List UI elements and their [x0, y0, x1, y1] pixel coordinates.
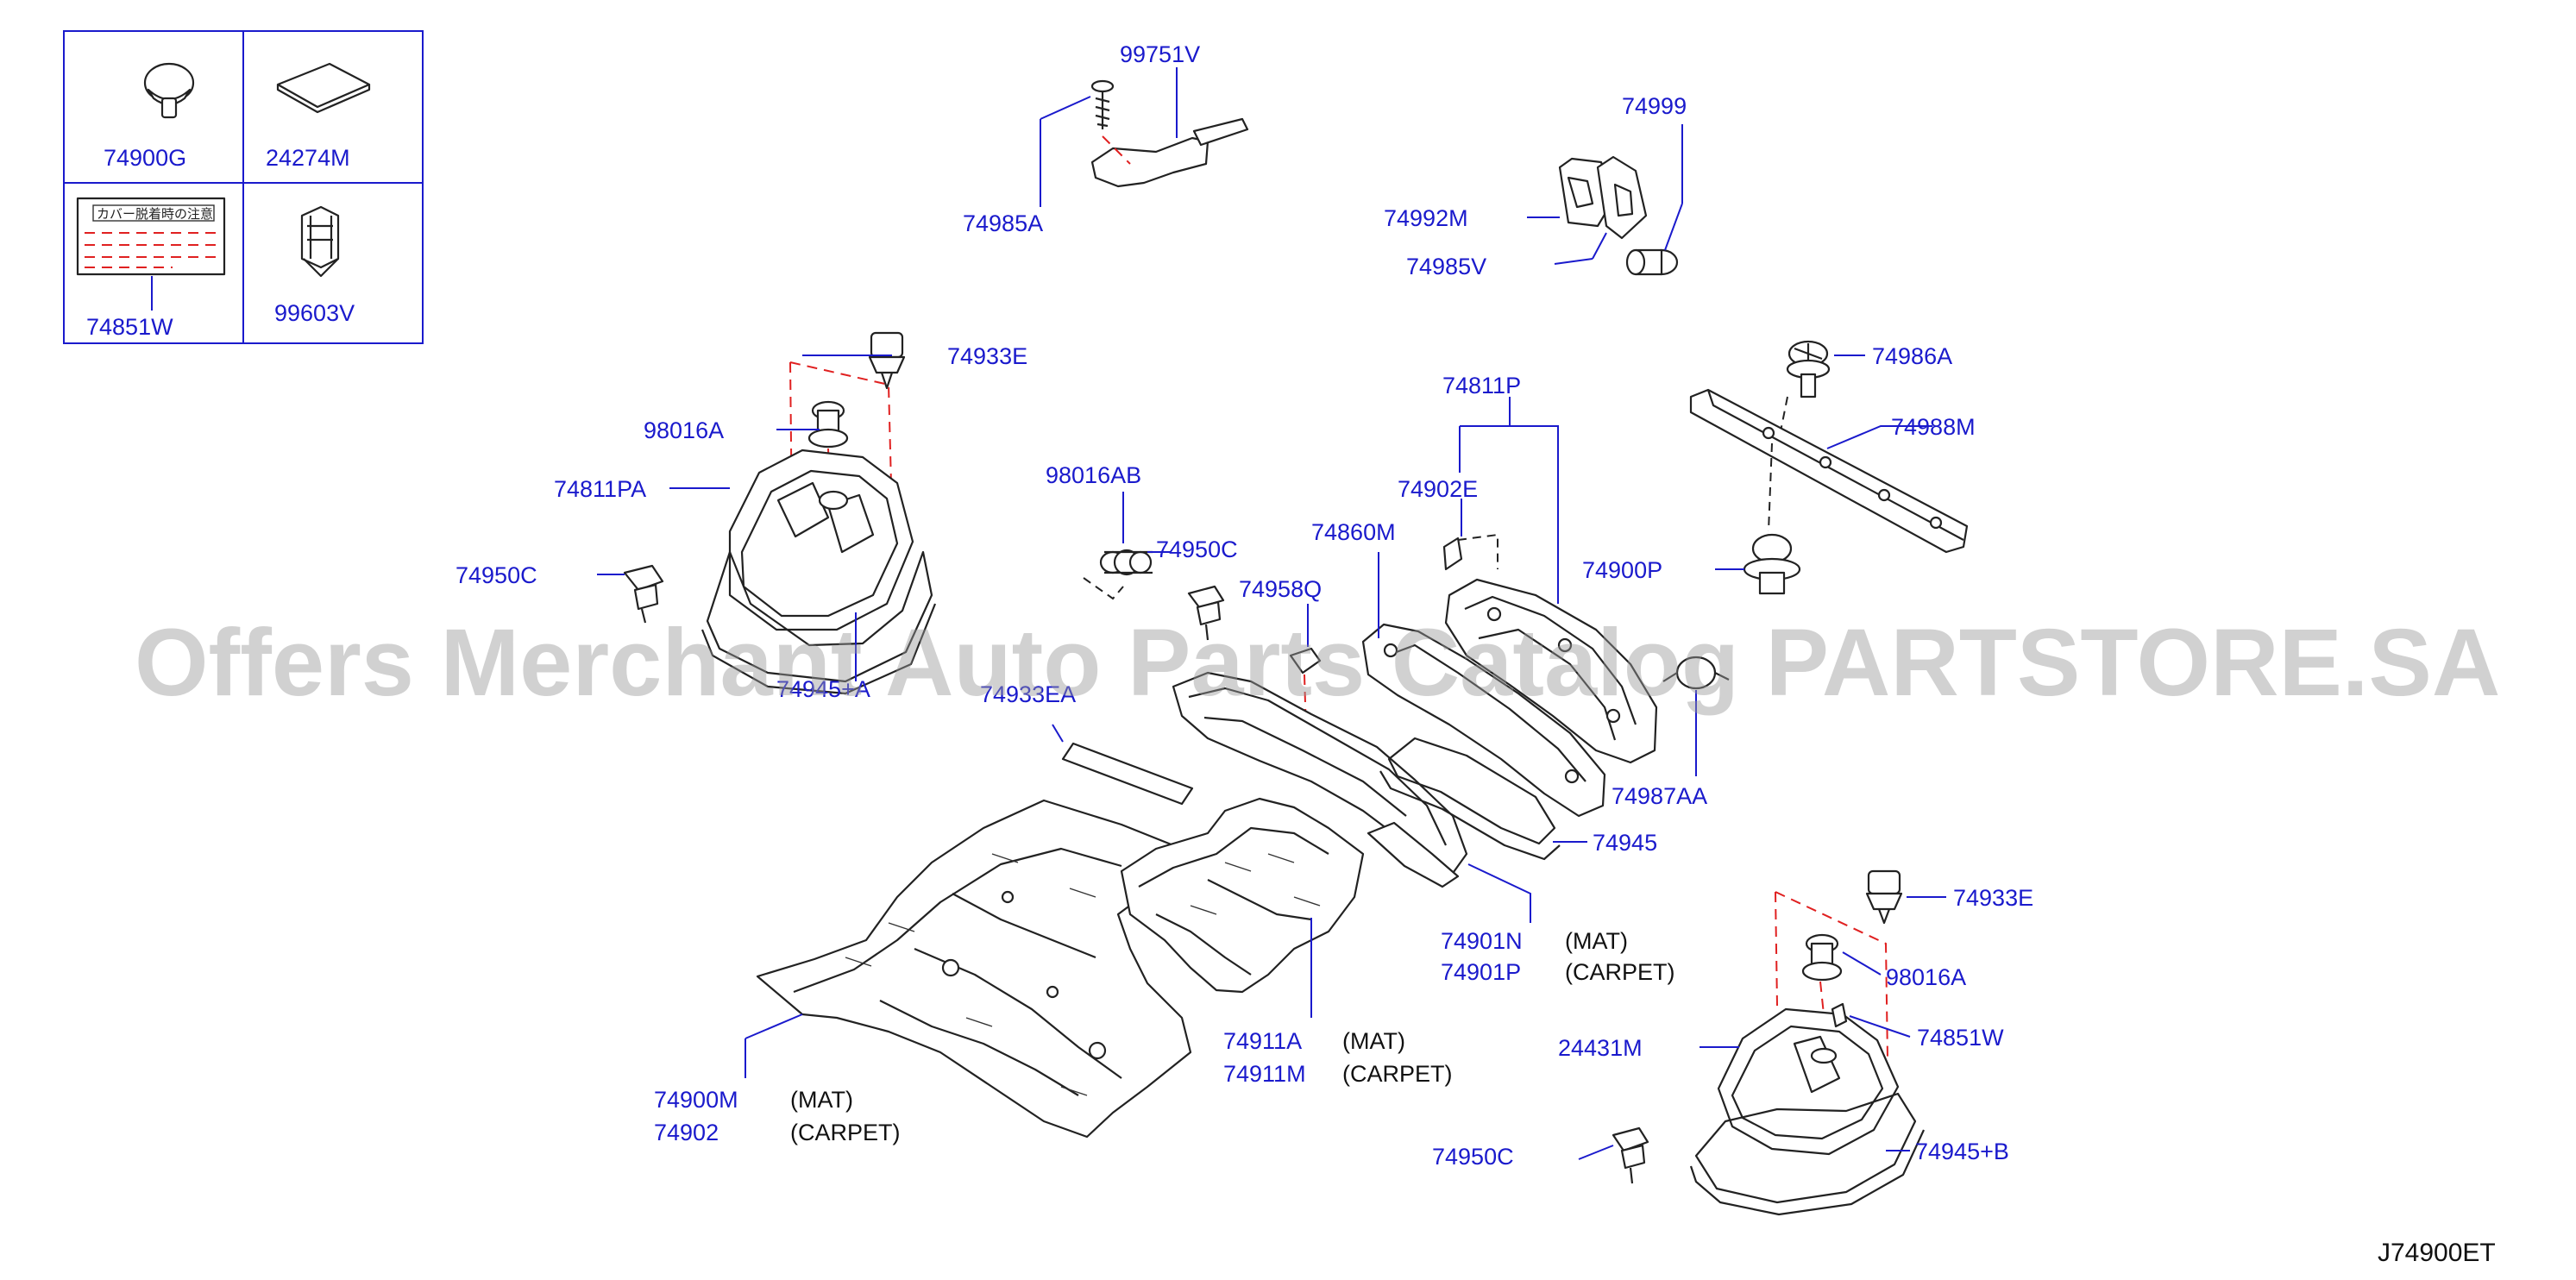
legend-label-99603V: 99603V	[274, 300, 355, 326]
callout-74900P: 74900P	[1582, 557, 1662, 583]
callout-74992M: 74992M	[1384, 205, 1468, 231]
callout-74988M: 74988M	[1891, 414, 1976, 440]
callout-74945-A: 74945+A	[776, 676, 870, 702]
watermark-text: Offers Merchant Auto Parts Catalog PARTS…	[135, 610, 2500, 716]
callout-74851W: 74851W	[1917, 1025, 2004, 1051]
note-carpet-74911M: (CARPET)	[1342, 1061, 1453, 1087]
callout-74811P: 74811P	[1442, 373, 1521, 398]
wire-clip-icon	[623, 564, 664, 624]
callout-74985V: 74985V	[1406, 254, 1486, 279]
callout-74985A: 74985A	[963, 210, 1043, 236]
rear-floor-carpet	[1120, 797, 1365, 1018]
callout-74902E: 74902E	[1398, 476, 1478, 502]
clip-icon	[1865, 869, 1903, 925]
grommet-icon	[1099, 549, 1153, 576]
callout-74901N: 74901N	[1441, 928, 1523, 954]
callout-98016A-left: 98016A	[644, 417, 724, 443]
bolt-icon	[807, 400, 849, 449]
callout-74950C-right: 74950C	[1432, 1144, 1514, 1170]
callout-74950C-center: 74950C	[1156, 536, 1238, 562]
callout-24431M: 24431M	[1558, 1035, 1643, 1061]
callout-74987AA: 74987AA	[1612, 783, 1707, 809]
callout-74950C-left: 74950C	[456, 562, 537, 588]
callout-74945: 74945	[1593, 830, 1657, 856]
legend-box: 74900G 24274M カバー脱着時の注意 74851W 99603V	[63, 30, 424, 344]
caution-label-title: カバー脱着時の注意	[97, 206, 213, 222]
callout-74986A: 74986A	[1872, 343, 1952, 369]
pad-icon	[276, 62, 371, 114]
note-mat-74900M: (MAT)	[790, 1087, 853, 1113]
callout-74958Q: 74958Q	[1239, 576, 1322, 602]
front-console-finisher	[597, 331, 937, 695]
screw-bracket-assembly	[1040, 67, 1249, 207]
note-mat-74911A: (MAT)	[1342, 1028, 1405, 1054]
callout-74933E-right: 74933E	[1953, 885, 2033, 911]
callout-74900M: 74900M	[654, 1087, 738, 1113]
callout-74933EA: 74933EA	[980, 681, 1076, 707]
push-clip-icon	[143, 62, 195, 119]
note-mat-74901N: (MAT)	[1565, 928, 1628, 954]
callout-99751V: 99751V	[1120, 41, 1200, 67]
wire-clip-icon	[1187, 585, 1225, 641]
diagram-code: J74900ET	[2378, 1239, 2496, 1267]
callout-74811PA: 74811PA	[554, 476, 646, 502]
callout-74999: 74999	[1622, 93, 1687, 119]
grommet-icon	[1625, 248, 1679, 276]
bolt-icon	[1801, 933, 1843, 982]
screw-icon	[1090, 79, 1115, 129]
clip-icon	[868, 331, 906, 390]
callout-98016AB: 98016AB	[1046, 462, 1141, 488]
callout-74901P: 74901P	[1441, 959, 1521, 985]
callout-74911M: 74911M	[1223, 1061, 1306, 1087]
legend-label-74900G: 74900G	[104, 145, 186, 171]
rear-rail-assembly	[1689, 340, 1969, 595]
front-floor-carpet	[745, 799, 1192, 1139]
mount-bracket-assembly	[1527, 124, 1683, 276]
grommet-icon	[1743, 533, 1801, 595]
legend-label-24274M: 24274M	[266, 145, 350, 171]
wire-clip-icon	[1612, 1126, 1649, 1184]
grommet-icon	[1662, 656, 1730, 690]
callout-74911A: 74911A	[1223, 1028, 1302, 1054]
callout-74945-B: 74945+B	[1915, 1139, 2009, 1164]
rear-console-finisher	[1578, 869, 1946, 1216]
callout-74860M: 74860M	[1311, 519, 1396, 545]
bolt-icon	[1786, 340, 1831, 398]
callout-98016A-right: 98016A	[1886, 964, 1966, 990]
callout-74902: 74902	[654, 1120, 719, 1145]
center-console-bracket-assembly	[1052, 397, 1730, 923]
legend-label-74851W: 74851W	[86, 314, 173, 340]
callout-74933E-left: 74933E	[947, 343, 1027, 369]
caution-label-icon: カバー脱着時の注意	[76, 197, 226, 276]
note-carpet-74901P: (CARPET)	[1565, 959, 1675, 985]
wire-clip-icon	[300, 205, 340, 278]
note-carpet-74902: (CARPET)	[790, 1120, 901, 1145]
